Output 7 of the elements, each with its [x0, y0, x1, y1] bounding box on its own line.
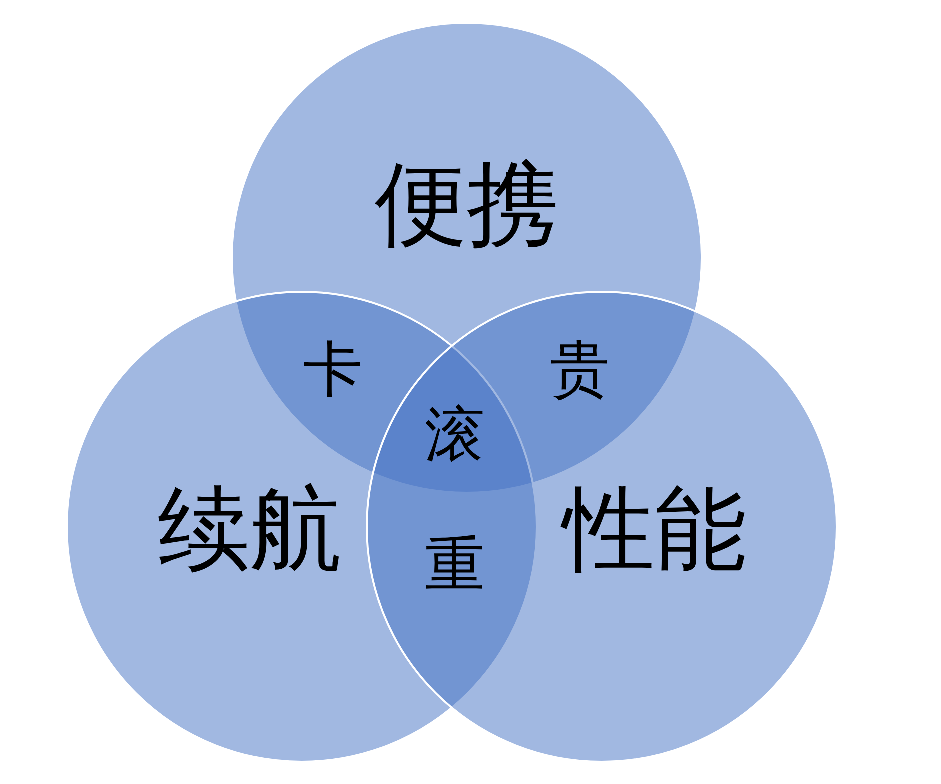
overlap-label: 卡	[303, 340, 363, 400]
circle-title: 便携	[375, 159, 559, 251]
overlap-label: 重	[425, 535, 485, 595]
overlap-label: 滚	[425, 405, 485, 465]
overlap-label: 贵	[550, 340, 610, 400]
circle-title: 续航	[158, 484, 342, 576]
circle-title: 性能	[563, 484, 747, 576]
